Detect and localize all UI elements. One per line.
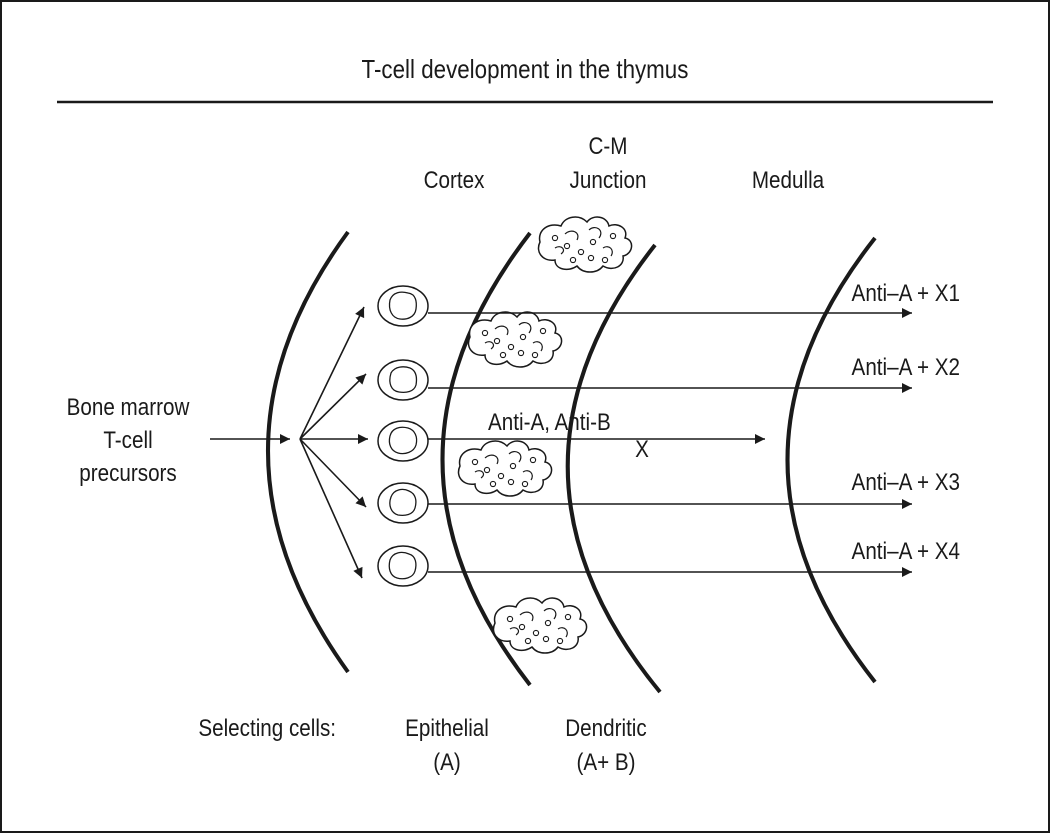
dendritic-antigen-label: (A+ B) xyxy=(576,749,636,776)
branch-arrow-4 xyxy=(299,438,367,508)
deletion-mark: X xyxy=(635,436,649,463)
branch-arrow-1 xyxy=(299,306,365,440)
source-label-line2: T-cell xyxy=(103,427,153,454)
zone-label-cm-line2: Junction xyxy=(569,167,647,194)
dendritic-label: Dendritic xyxy=(565,715,647,742)
thymocyte-cell-5 xyxy=(377,545,429,587)
boundary-arc-medulla xyxy=(785,236,877,684)
diagram-title: T-cell development in the thymus xyxy=(361,54,689,84)
outcome-label-x1: Anti–A + X1 xyxy=(851,280,960,307)
epithelial-cell-middle xyxy=(457,440,553,497)
thymocyte-cell-3 xyxy=(377,420,429,462)
epithelial-antigen-label: (A) xyxy=(433,749,461,776)
epithelial-cell-upper xyxy=(467,311,563,368)
thymocyte-cell-4 xyxy=(377,482,429,524)
source-label-line3: precursors xyxy=(79,460,177,487)
outcome-label-x2: Anti–A + X2 xyxy=(851,354,960,381)
zone-label-cm-line1: C-M xyxy=(588,133,628,160)
thymocyte-cell-1 xyxy=(377,285,429,327)
outcome-label-x4: Anti–A + X4 xyxy=(851,538,960,565)
source-label-line1: Bone marrow xyxy=(66,394,190,421)
boundary-arc-outer-cortex xyxy=(266,230,350,674)
zone-label-cortex: Cortex xyxy=(423,167,485,194)
dendritic-cell-top xyxy=(537,216,633,273)
boundary-arc-junction-medulla xyxy=(565,243,662,694)
zone-label-medulla: Medulla xyxy=(751,167,825,194)
outcome-label-x3: Anti–A + X3 xyxy=(851,469,960,496)
thymocyte-cell-2 xyxy=(377,359,429,401)
selecting-cells-label: Selecting cells: xyxy=(198,715,336,742)
branch-arrow-5 xyxy=(299,438,363,579)
boundary-arc-cortex-junction xyxy=(440,231,532,687)
deleted-label: Anti-A, Anti-B xyxy=(488,409,611,436)
dendritic-cell-bottom xyxy=(492,597,588,654)
branch-arrow-2 xyxy=(299,373,367,440)
epithelial-label: Epithelial xyxy=(405,715,489,742)
